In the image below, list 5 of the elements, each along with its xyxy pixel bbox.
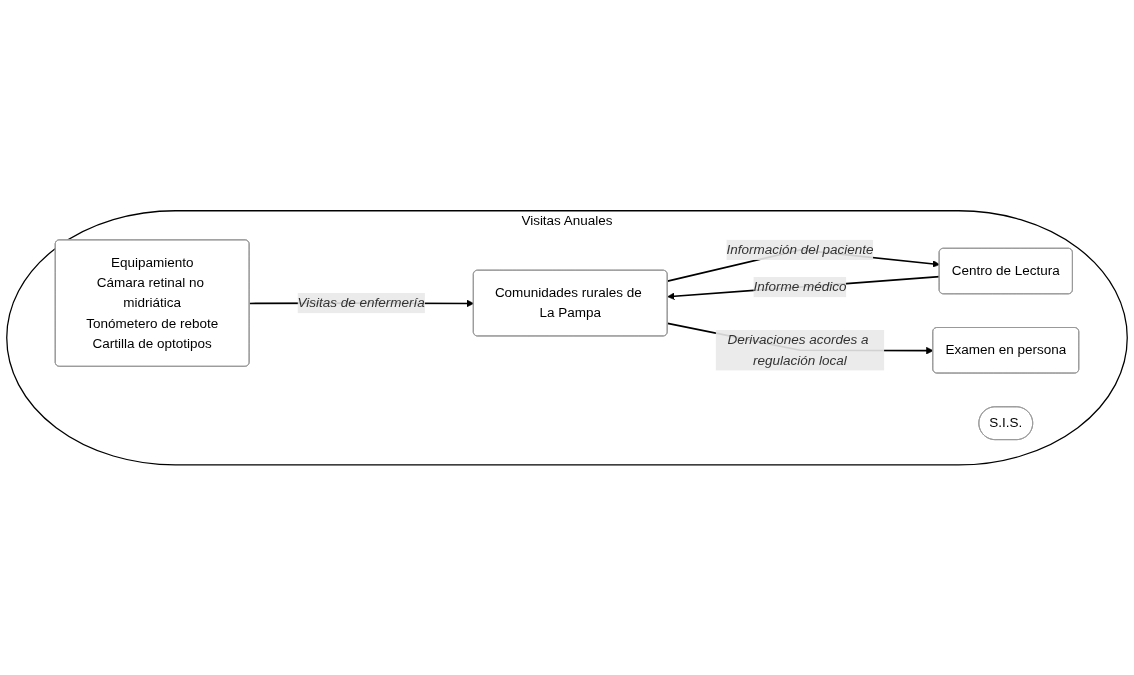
edge-label: Información del paciente: [726, 242, 874, 257]
edge-label: Informe médico: [753, 279, 847, 294]
edge-label: Derivaciones acordes a regulación local: [727, 332, 869, 367]
edge-label: Visitas de enfermería: [297, 295, 425, 310]
arrow: [667, 275, 941, 300]
